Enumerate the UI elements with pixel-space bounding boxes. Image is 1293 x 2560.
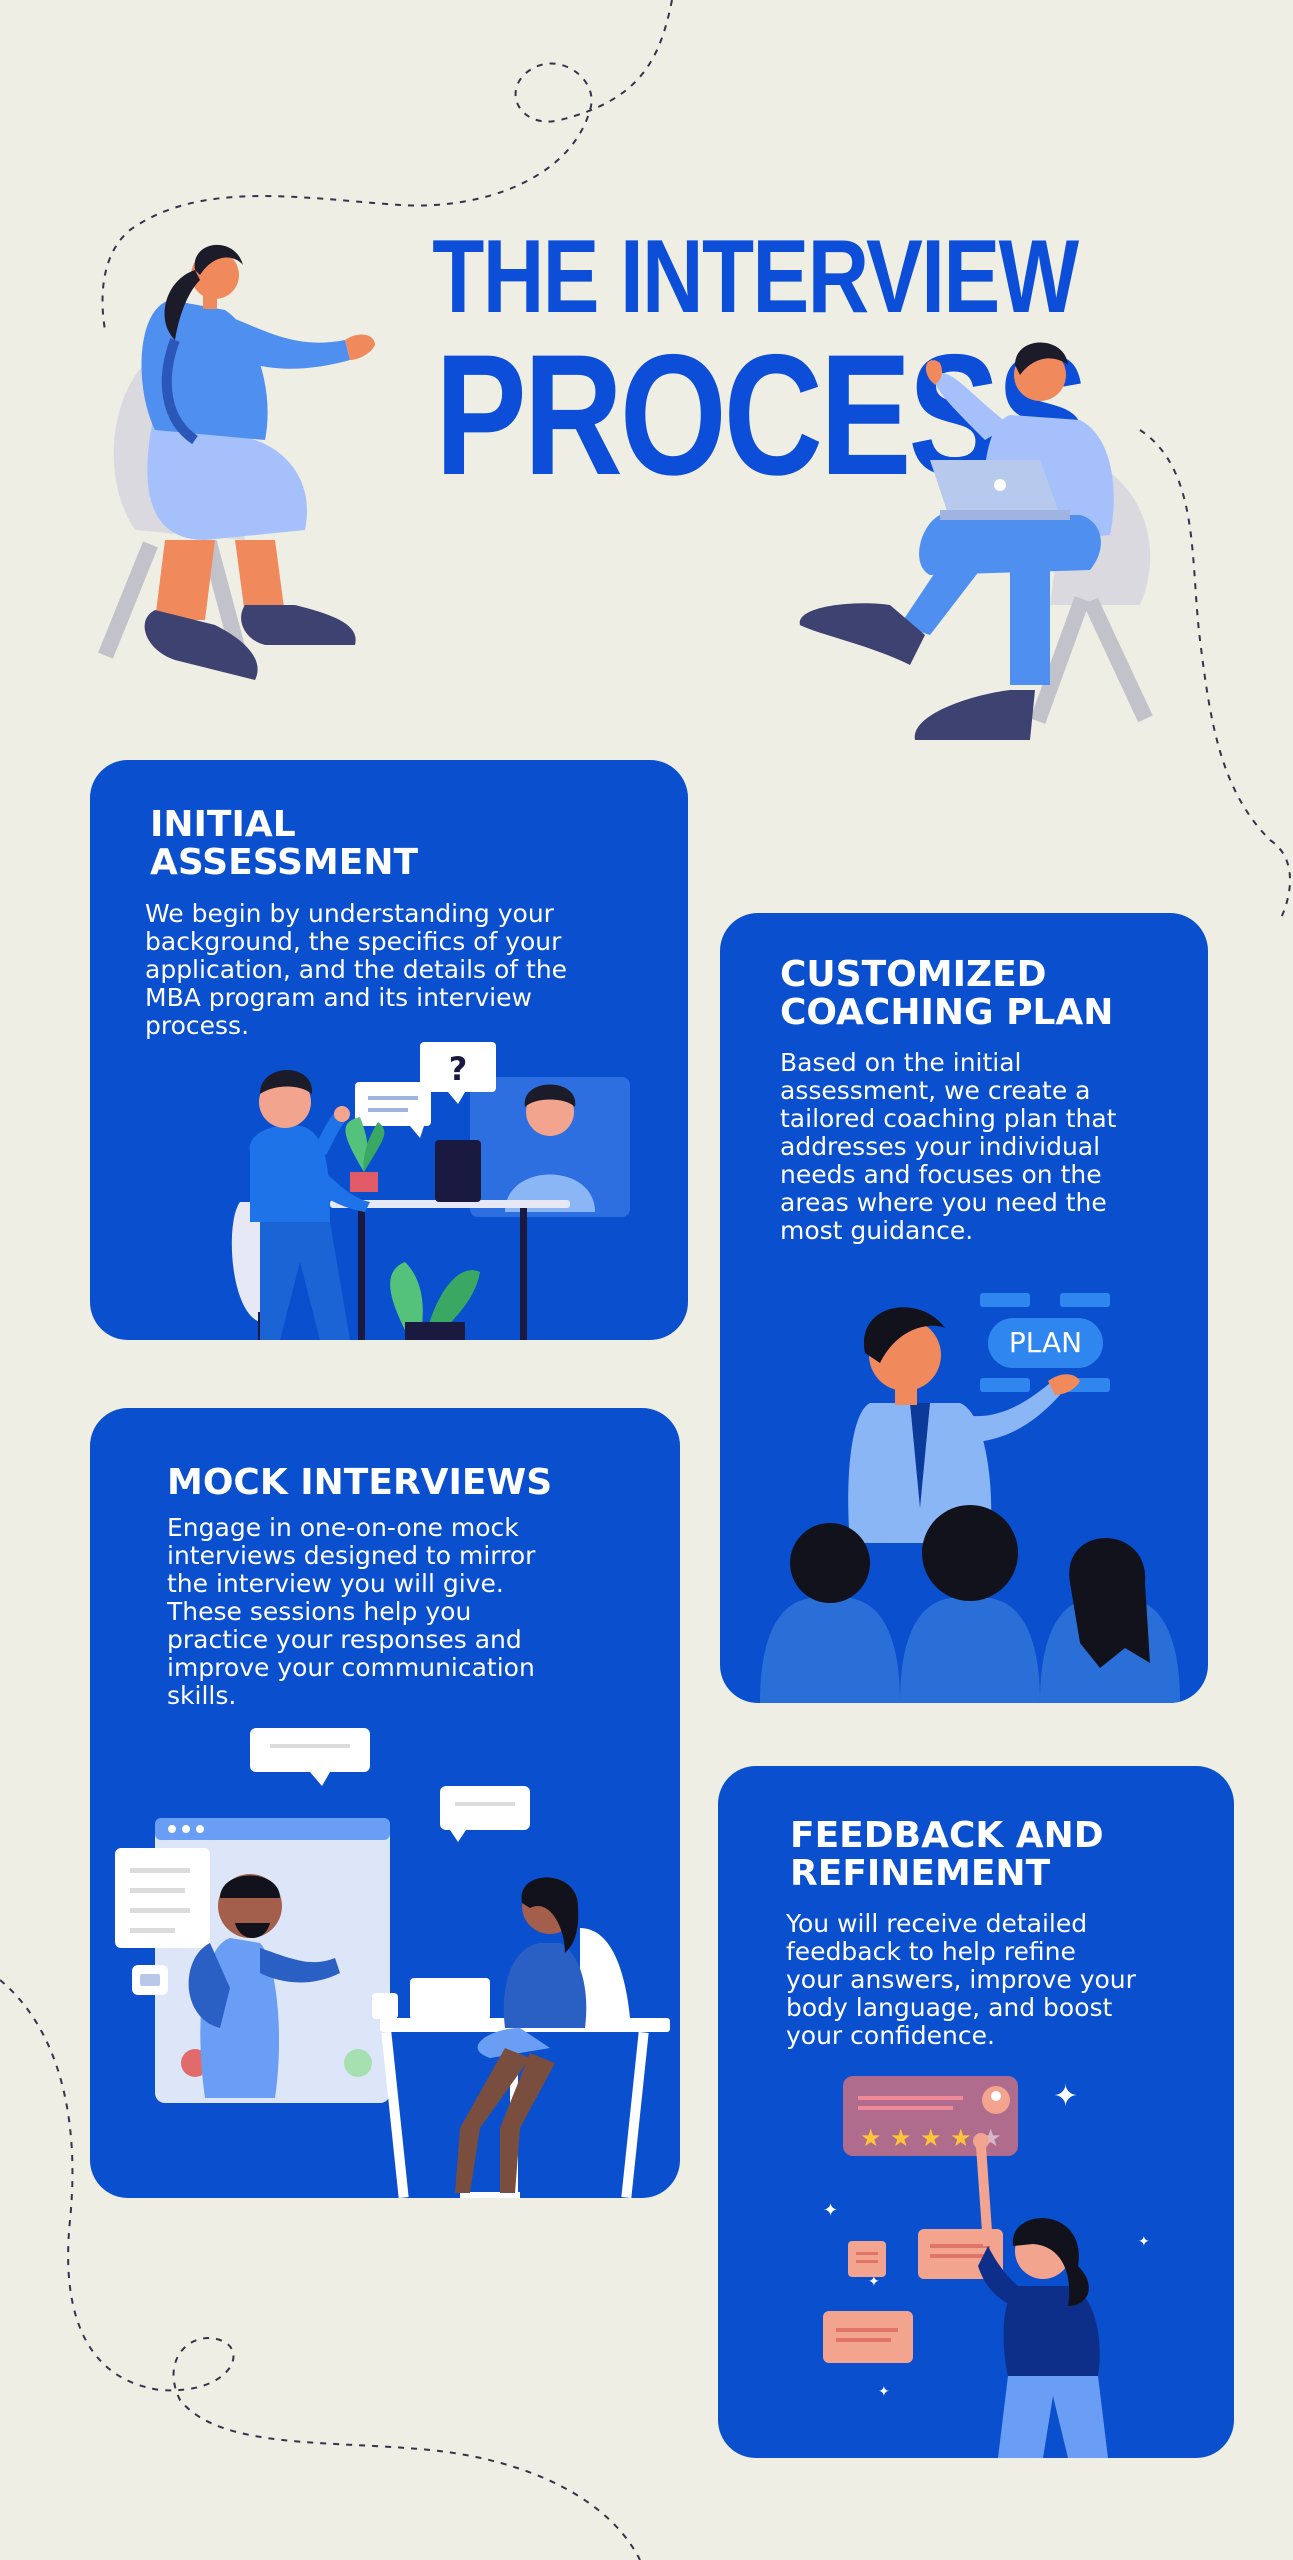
card-body-line: body language, and boost — [786, 1993, 1113, 2022]
card-title-line-1: FEEDBACK AND — [790, 1815, 1104, 1856]
question-mark-icon: ? — [449, 1050, 468, 1088]
plan-badge: PLAN — [988, 1318, 1103, 1368]
card-body-line: We begin by understanding your — [145, 899, 554, 928]
card-title-line-2: REFINEMENT — [790, 1853, 1051, 1894]
card-body-line: These sessions help you — [167, 1597, 472, 1626]
svg-text:★: ★ — [890, 2124, 912, 2152]
card-body-line: tailored coaching plan that — [780, 1104, 1117, 1133]
woman-interviewer-illustration — [98, 244, 375, 680]
card-body-line: addresses your individual — [780, 1132, 1101, 1161]
page-title-line-1: THE INTERVIEW — [432, 219, 1079, 335]
card-body-line: improve your communication — [167, 1653, 535, 1682]
card-body-line: practice your responses and — [167, 1625, 522, 1654]
card-body-line: Based on the initial — [780, 1048, 1022, 1077]
svg-text:★: ★ — [920, 2124, 942, 2152]
card-title-line-1: CUSTOMIZED — [780, 954, 1047, 995]
mock-interview-illustration — [115, 1728, 670, 2198]
card-body-line: assessment, we create a — [780, 1076, 1091, 1105]
card-body-line: most guidance. — [780, 1216, 974, 1245]
feedback-rating-illustration: ★ ★ ★ ★ ★ ✦ ✦ ✦ ✦ ✦ — [823, 2076, 1150, 2458]
card-body-line: your answers, improve your — [786, 1965, 1136, 1994]
card-title-line-2: ASSESSMENT — [150, 842, 419, 883]
star-rating-icon: ★ ★ ★ ★ ★ — [860, 2124, 1002, 2152]
card-feedback-and-refinement: FEEDBACK AND REFINEMENT You will receive… — [718, 1766, 1234, 2458]
man-with-laptop-illustration — [799, 342, 1153, 740]
svg-text:★: ★ — [860, 2124, 882, 2152]
svg-text:★: ★ — [950, 2124, 972, 2152]
card-title-line-1: MOCK INTERVIEWS — [167, 1462, 553, 1503]
svg-text:✦: ✦ — [1138, 2234, 1150, 2250]
card-body-line: You will receive detailed — [786, 1909, 1088, 1938]
presentation-audience-illustration — [760, 1293, 1180, 1703]
card-title-line-1: INITIAL — [150, 804, 296, 845]
svg-text:✦: ✦ — [878, 2384, 890, 2400]
card-body-line: MBA program and its interview — [145, 983, 532, 1012]
card-mock-interviews: MOCK INTERVIEWS Engage in one-on-one moc… — [90, 1408, 680, 2198]
card-body-line: feedback to help refine — [786, 1937, 1076, 1966]
video-call-meeting-illustration: ? — [231, 1042, 630, 1340]
card-initial-assessment: INITIAL ASSESSMENT We begin by understan… — [90, 760, 688, 1340]
card-body-line: Engage in one-on-one mock — [167, 1513, 519, 1542]
card-body-line: application, and the details of the — [145, 955, 568, 984]
card-body-line: skills. — [167, 1681, 237, 1710]
svg-text:✦: ✦ — [1053, 2079, 1078, 2114]
card-body-line: background, the specifics of your — [145, 927, 562, 956]
svg-text:✦: ✦ — [823, 2200, 838, 2221]
card-title-line-2: COACHING PLAN — [780, 992, 1114, 1033]
card-body-line: your confidence. — [786, 2021, 995, 2050]
card-body-line: the interview you will give. — [167, 1569, 504, 1598]
card-body-line: needs and focuses on the — [780, 1160, 1102, 1189]
card-body-line: areas where you need the — [780, 1188, 1107, 1217]
svg-text:✦: ✦ — [868, 2274, 880, 2290]
card-customized-coaching-plan: CUSTOMIZED COACHING PLAN Based on the in… — [720, 913, 1208, 1703]
card-body-line: interviews designed to mirror — [167, 1541, 536, 1570]
card-body-line: process. — [145, 1011, 250, 1040]
